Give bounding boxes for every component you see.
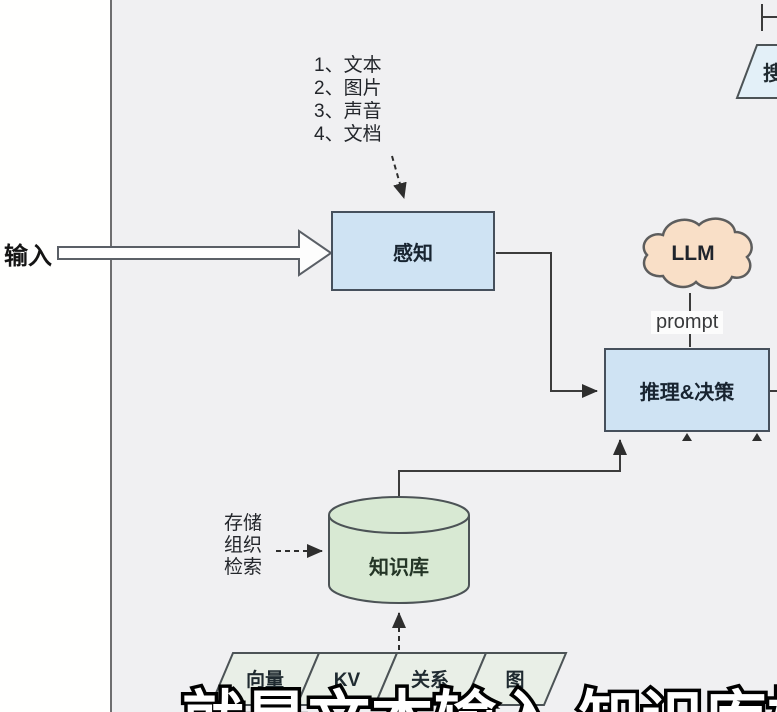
input-label: 输入: [4, 243, 52, 270]
storage-parallelogram-4: [462, 652, 568, 706]
knowledge-cylinder-top: [328, 496, 470, 534]
perception-box: 感知: [331, 211, 495, 291]
reasoning-bottom-arrowhead-2: [752, 433, 762, 441]
search-parallelogram: [735, 44, 777, 99]
reasoning-bottom-arrowhead-1: [682, 433, 692, 441]
input-types-list: 1、文本 2、图片 3、声音 4、文档: [314, 54, 382, 146]
perception-to-reasoning-connector: [496, 252, 598, 398]
input-type-item: 2、图片: [314, 78, 382, 99]
input-type-item: 3、声音: [314, 101, 382, 122]
knowledge-cylinder: [328, 515, 470, 604]
video-subtitle: 就是文本输入,知识库检: [178, 669, 777, 712]
input-type-item: 1、文本: [314, 55, 382, 76]
kb-operations-list: 存储 组织 检索: [224, 513, 262, 579]
llm-cloud: [642, 217, 753, 290]
storage-type-label-relation: 关系: [411, 668, 449, 691]
top-right-connector: [761, 4, 777, 31]
prompt-label: prompt: [651, 311, 724, 334]
search-label: 搜: [763, 61, 777, 85]
input-types-arrow: [391, 155, 407, 199]
storage-type-label-kv: KV: [334, 670, 361, 691]
kb-operation-item: 存储: [224, 513, 263, 534]
storage-type-label-vector: 向量: [246, 668, 284, 691]
storage-type-label-graph: 图: [505, 669, 524, 691]
input-type-item: 4、文档: [314, 124, 382, 145]
kb-operation-item: 检索: [224, 557, 263, 578]
llm-label: LLM: [671, 242, 714, 265]
knowledge-base-label: 知识库: [369, 555, 429, 579]
kb-to-reasoning-connector: [398, 439, 627, 497]
input-block-arrow: [57, 229, 333, 277]
reasoning-box: 推理&决策: [604, 348, 770, 432]
kb-operation-item: 组织: [224, 535, 263, 556]
